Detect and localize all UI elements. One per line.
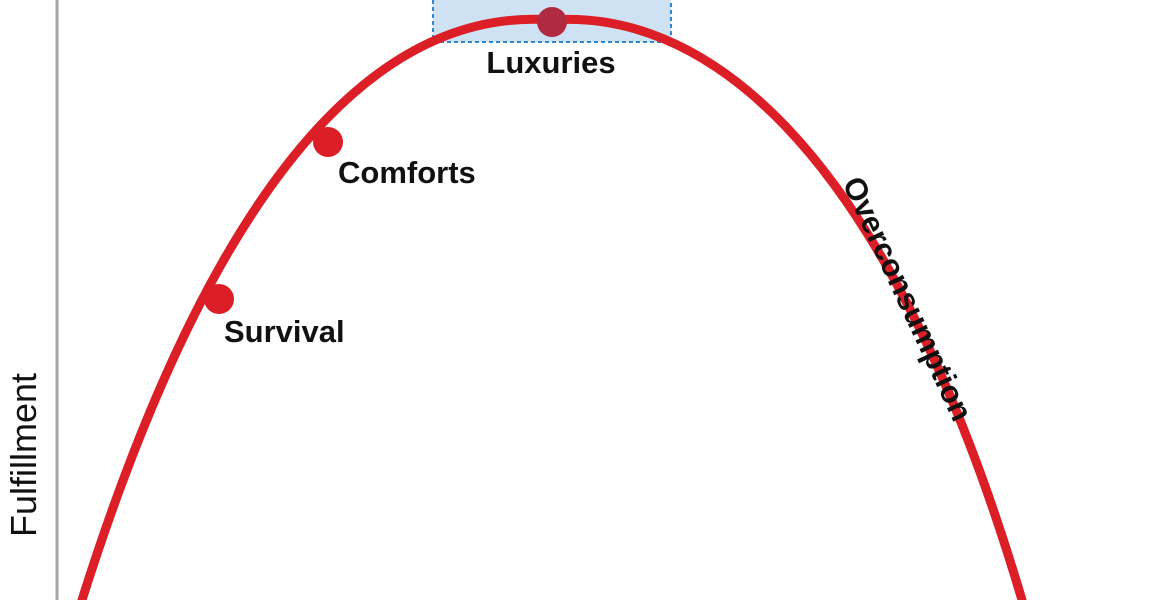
luxuries-label: Luxuries (486, 45, 615, 80)
comforts-label: Comforts (338, 155, 476, 190)
comforts-marker (313, 127, 343, 157)
overconsumption-label: Overconsumption (836, 171, 980, 426)
survival-label: Survival (224, 314, 345, 349)
survival-marker (204, 284, 234, 314)
luxuries-marker (537, 7, 567, 37)
y-axis-label: Fulfillment (3, 373, 44, 537)
